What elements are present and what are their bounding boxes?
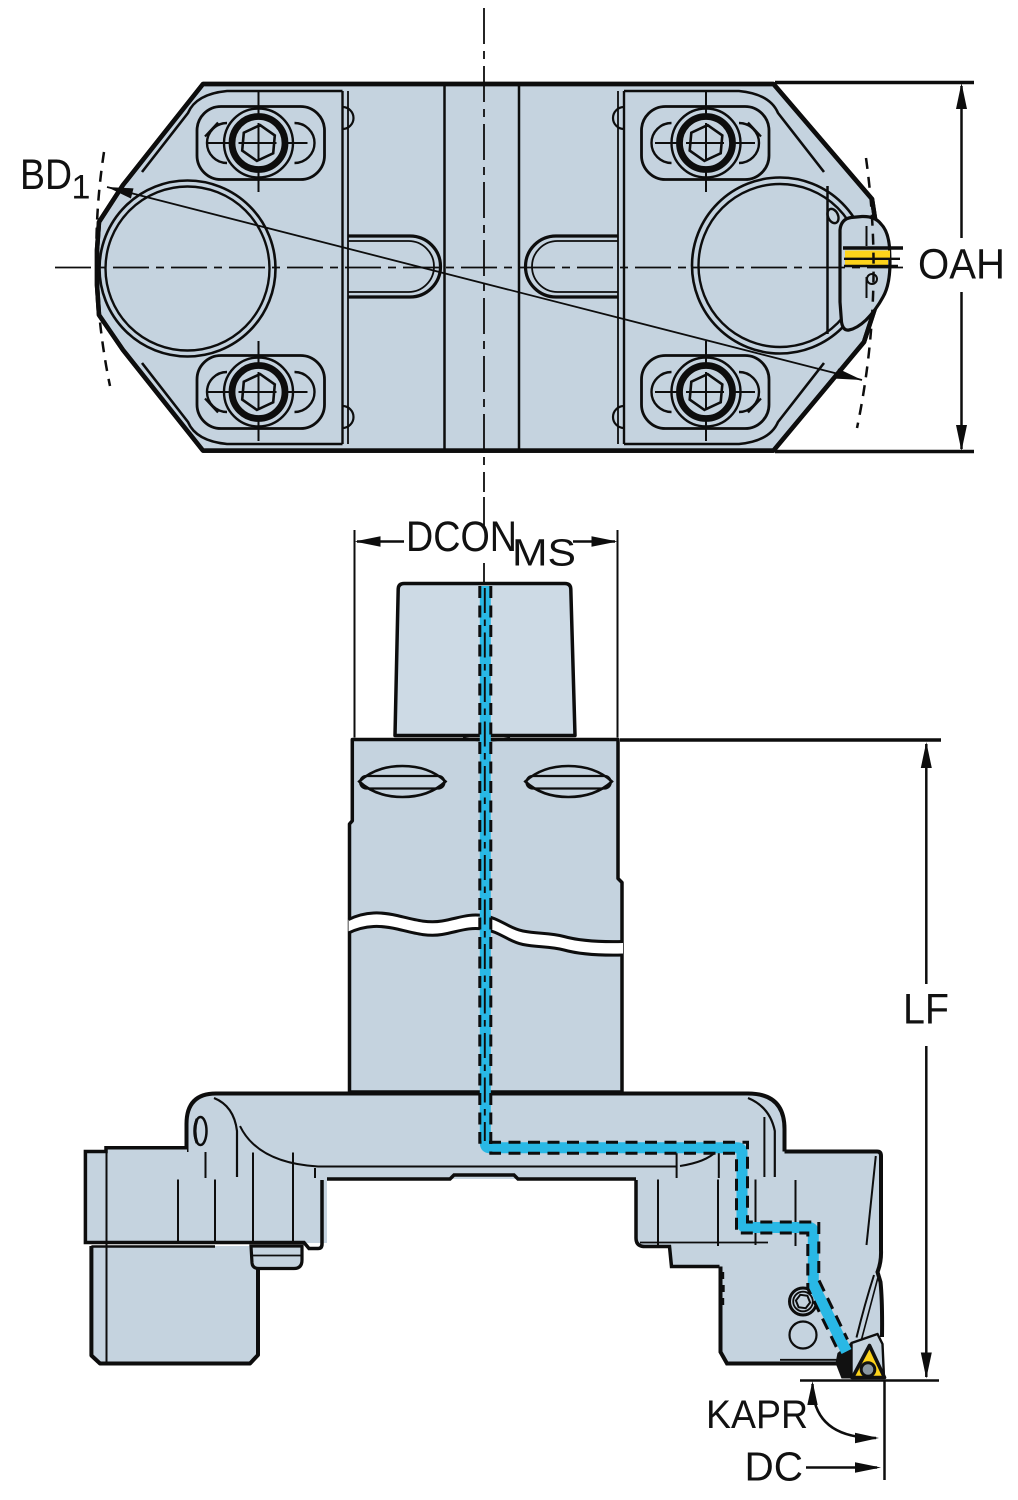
svg-text:MS: MS <box>512 533 576 575</box>
svg-text:DCON: DCON <box>406 514 517 561</box>
svg-text:DC: DC <box>745 1444 804 1490</box>
svg-text:BD: BD <box>20 152 72 199</box>
svg-text:KAPR: KAPR <box>706 1393 808 1437</box>
svg-text:OAH: OAH <box>918 241 1005 289</box>
svg-text:LF: LF <box>903 986 949 1034</box>
svg-text:1: 1 <box>72 169 91 207</box>
